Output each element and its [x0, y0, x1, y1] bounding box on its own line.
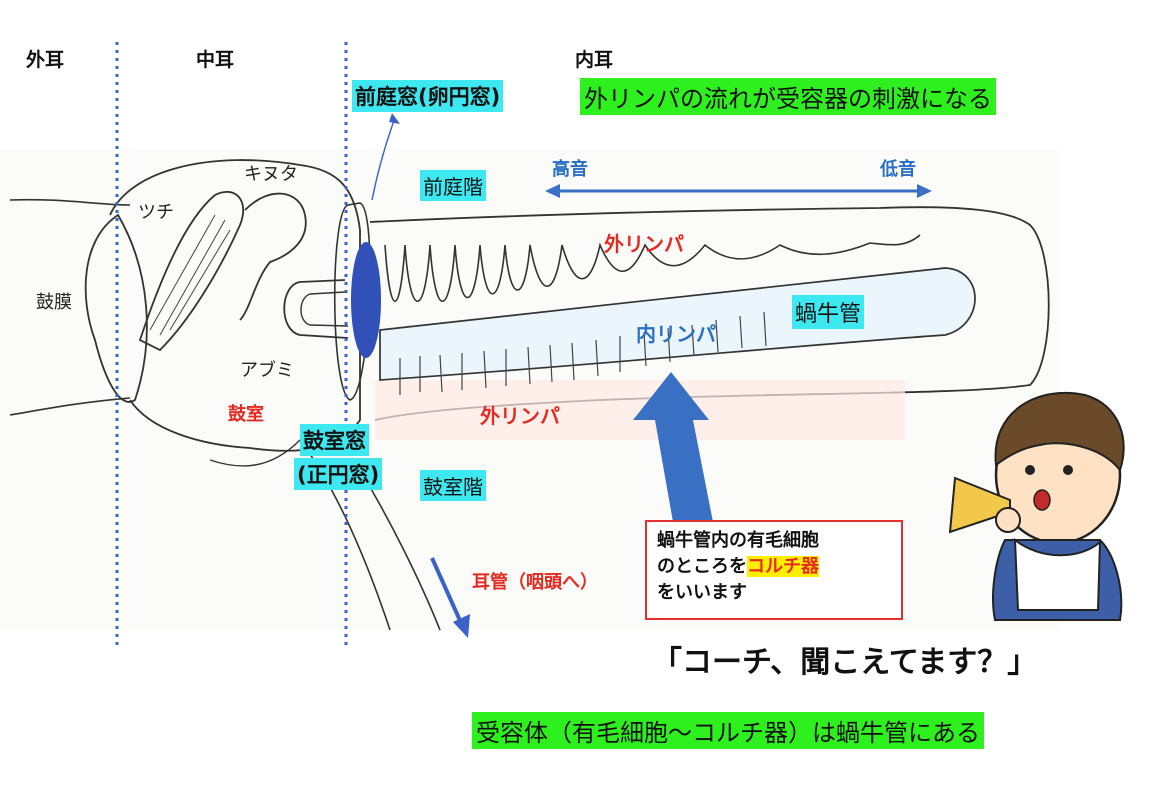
note-line-2-pre: のところを: [657, 556, 747, 577]
pitch-arrow-left-head: [545, 184, 560, 198]
label-incus: キヌタ: [244, 164, 298, 185]
label-receptor-note: 受容体（有毛細胞〜コルチ器）は蝸牛管にある: [472, 712, 984, 749]
label-low-pitch: 低音: [880, 159, 916, 180]
label-eustachian-tube: 耳管（咽頭へ）: [472, 572, 598, 593]
label-scala-tympani: 鼓室階: [420, 470, 486, 501]
label-stapes: アブミ: [240, 360, 294, 381]
region-outer-ear: 外耳: [26, 49, 65, 71]
label-perilymph-lower: 外リンパ: [480, 404, 560, 428]
hair-cells: [399, 311, 767, 395]
corti-arrow: [633, 372, 713, 522]
note-line-1: 蝸牛管内の有毛細胞: [657, 530, 819, 551]
vestibule-bulge: [333, 202, 371, 401]
malleus-bone: [138, 190, 245, 352]
stapes-inner: [300, 291, 349, 327]
incus-bone: [239, 192, 307, 321]
oval-window-fill: [351, 242, 381, 358]
eustachian-tube-lower: [209, 439, 301, 467]
label-perilymph-upper: 外リンパ: [604, 232, 684, 256]
note-line-2: のところをコルチ器: [657, 554, 891, 580]
perilymph-shading-lower: [375, 380, 905, 440]
label-eardrum: 鼓膜: [36, 292, 72, 313]
malleus-hatching: [149, 214, 231, 336]
label-tympanic-cavity: 鼓室: [228, 404, 264, 425]
region-inner-ear: 内耳: [575, 49, 614, 71]
boy-hand: [995, 507, 1021, 533]
boy-hair: [994, 391, 1125, 473]
label-high-pitch: 高音: [552, 159, 588, 180]
corti-note-box: 蝸牛管内の有毛細胞 のところをコルチ器 をいいます: [645, 520, 903, 620]
oval-window-pointer-head: [389, 113, 400, 124]
scala-vestibuli-wave: [384, 234, 921, 302]
oval-window-pointer: [371, 117, 396, 201]
label-perilymph-flow: 外リンパの流れが受容器の刺激になる: [580, 78, 996, 115]
boy-towel: [1013, 537, 1102, 611]
stapes-bone: [283, 279, 349, 339]
label-round-window-1: 鼓室窓: [300, 424, 369, 456]
boy-illustration: [948, 391, 1125, 621]
boy-eye-left: [1025, 465, 1035, 475]
eustachian-arrow-head: [453, 614, 470, 638]
boy-eye-right: [1063, 465, 1073, 475]
label-cochlear-duct: 蝸牛管: [792, 295, 865, 329]
boy-mouth: [1033, 489, 1051, 511]
ear-canal-outline: [9, 198, 131, 416]
label-oval-window: 前庭窓(卵円窓): [352, 80, 504, 112]
speech-text: 「コーチ、聞こえてます？」: [652, 645, 1038, 680]
region-middle-ear: 中耳: [196, 49, 235, 71]
note-line-3: をいいます: [657, 582, 747, 603]
label-malleus: ツチ: [138, 202, 174, 223]
label-scala-vestibuli: 前庭階: [420, 170, 486, 201]
middle-ear-cavity: [109, 159, 361, 452]
eustachian-arrow-line: [430, 557, 464, 626]
note-line-2-highlight: コルチ器: [747, 556, 819, 577]
label-endolymph: 内リンパ: [636, 322, 716, 346]
pitch-arrow-right-head: [917, 184, 932, 198]
label-round-window-2: (正円窓): [294, 458, 383, 490]
